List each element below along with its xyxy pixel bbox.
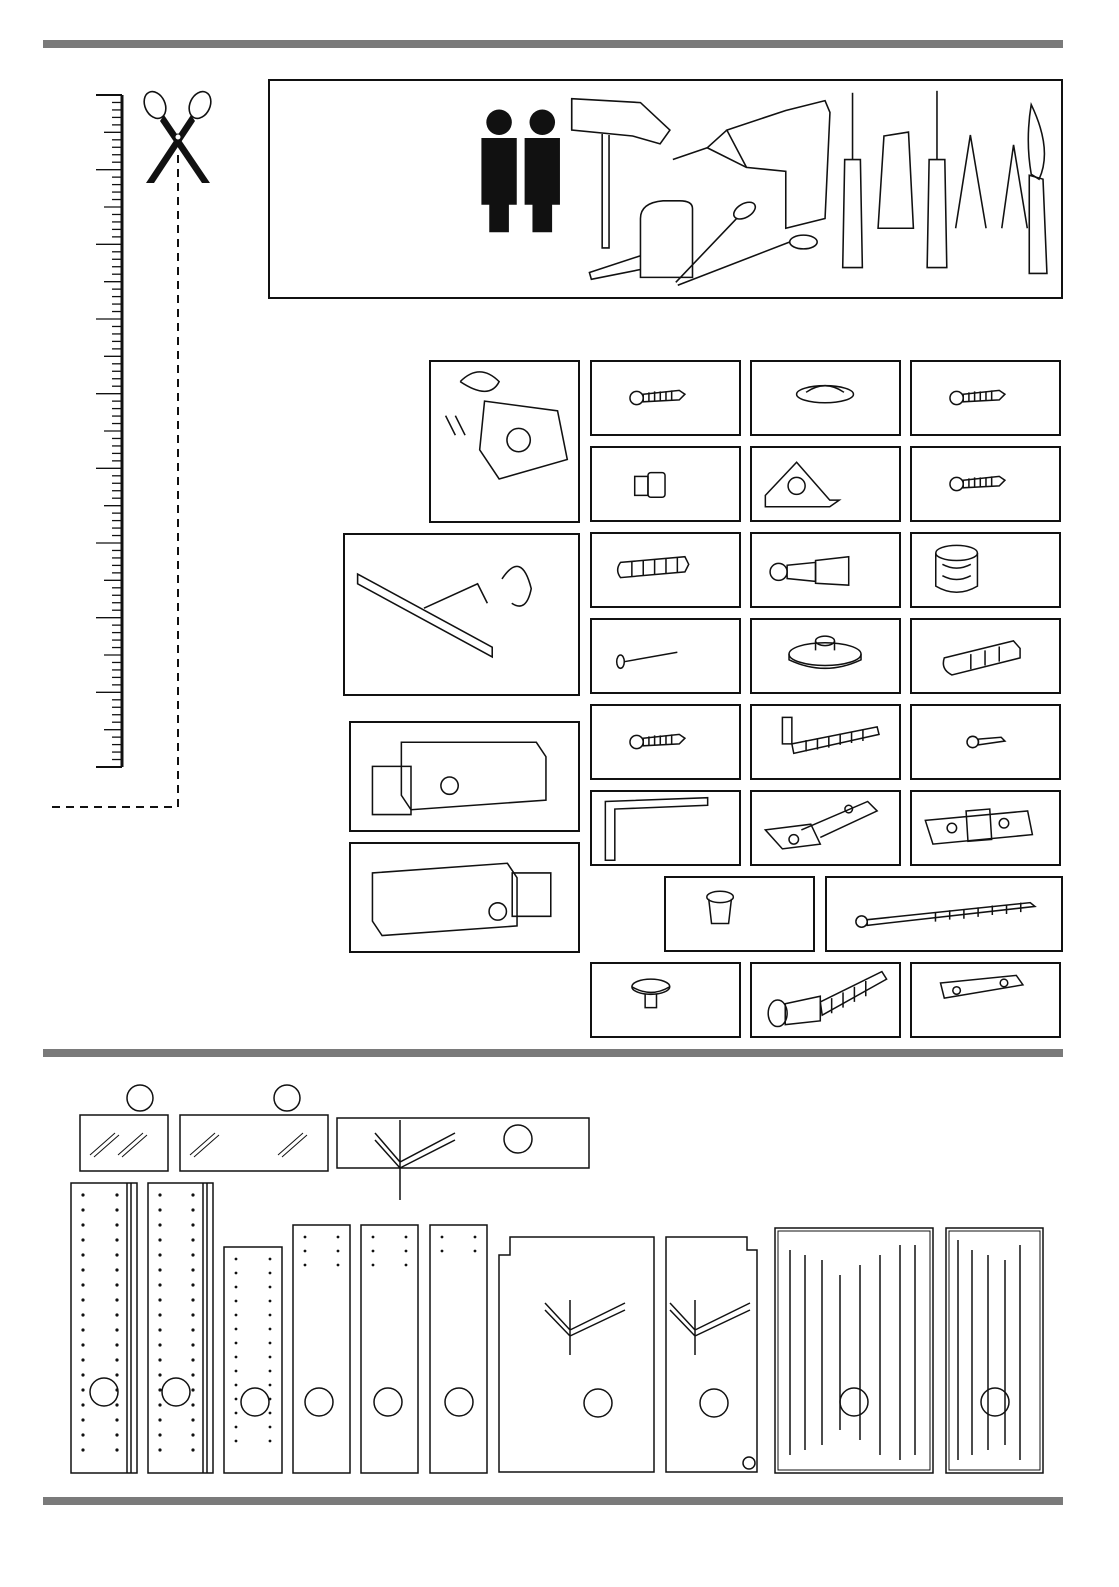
cap-cover-icon	[752, 362, 899, 434]
shelf-support-pin	[590, 446, 741, 522]
hinge-mounting-plate	[910, 790, 1061, 866]
top-panel	[337, 1118, 589, 1200]
adjustable-foot-icon	[592, 964, 739, 1036]
corner-bracket-icon	[752, 448, 899, 520]
wood-screw-short-icon	[592, 362, 739, 434]
hammer-icon	[572, 99, 670, 248]
shelf-panel-3	[430, 1225, 487, 1473]
drill-icon	[673, 101, 830, 229]
hinge-mounting-plate-icon	[912, 792, 1059, 864]
connector-bolt-icon	[752, 534, 899, 606]
felt-pad	[750, 618, 901, 694]
hanging-bracket	[910, 962, 1061, 1038]
plastic-bushing	[664, 876, 815, 952]
wooden-dowel-icon	[592, 534, 739, 606]
cabinet-hinge	[750, 790, 901, 866]
mirror-large	[180, 1085, 328, 1171]
long-screw-icon	[827, 878, 1061, 950]
cross-screwdriver-icon	[927, 91, 947, 268]
tools-required-box	[268, 79, 1063, 299]
corner-bracket	[750, 446, 901, 522]
nail-icon	[592, 620, 739, 692]
door-panel-small	[946, 1228, 1043, 1473]
countersunk-screw-icon	[592, 706, 739, 778]
door-panel-large	[775, 1228, 933, 1473]
allen-key	[590, 790, 741, 866]
middle-panel	[224, 1247, 282, 1473]
back-board-small	[666, 1237, 757, 1472]
cam-lock-icon	[912, 534, 1059, 606]
scissors-icon	[676, 199, 817, 285]
wood-screw-long-icon	[912, 448, 1059, 520]
cabinet-hinge-icon	[752, 792, 899, 864]
side-panel-right	[148, 1183, 213, 1473]
led-light-bar	[343, 533, 580, 696]
socket-box	[429, 360, 580, 523]
flat-screwdriver-icon	[843, 93, 863, 268]
felt-pad-icon	[752, 620, 899, 692]
shelf-support-pin-icon	[592, 448, 739, 520]
wooden-dowel	[590, 532, 741, 608]
chipboard-screw-short-icon	[912, 362, 1059, 434]
panels-parts-list	[0, 1070, 1119, 1490]
wall-plug	[910, 618, 1061, 694]
small-screw-icon	[912, 706, 1059, 778]
bottom-panel	[499, 1237, 654, 1472]
wood-screw-long	[910, 446, 1061, 522]
top-divider	[43, 40, 1063, 48]
long-screw	[825, 876, 1063, 952]
confirmat-screw	[750, 962, 901, 1038]
hook-screw	[750, 704, 901, 780]
knife-icon	[1028, 105, 1047, 274]
bottom-divider	[43, 1497, 1063, 1505]
drawer-lock-left	[349, 721, 580, 832]
adjustable-foot	[590, 962, 741, 1038]
hook-screw-icon	[752, 706, 899, 778]
chisel-icon	[878, 132, 913, 228]
allen-key-icon	[592, 792, 739, 864]
shelf-panel-2	[361, 1225, 418, 1473]
screwdriver-bits-icon	[956, 135, 1028, 228]
nail	[590, 618, 741, 694]
countersunk-screw	[590, 704, 741, 780]
scissors-cut-icon	[140, 88, 215, 183]
plastic-bushing-icon	[666, 878, 813, 950]
cap-cover	[750, 360, 901, 436]
drawer-lock-right	[349, 842, 580, 953]
two-people-icon	[481, 109, 560, 232]
wood-screw-short	[590, 360, 741, 436]
connector-bolt	[750, 532, 901, 608]
cam-lock	[910, 532, 1061, 608]
confirmat-screw-icon	[752, 964, 899, 1036]
side-panel-left	[71, 1183, 137, 1473]
small-screw	[910, 704, 1061, 780]
wall-plug-icon	[912, 620, 1059, 692]
shelf-panel-1	[293, 1225, 350, 1473]
chipboard-screw-short	[910, 360, 1061, 436]
cutout-ruler	[40, 85, 230, 815]
middle-divider	[43, 1049, 1063, 1057]
mirror-small	[80, 1085, 168, 1171]
hanging-bracket-icon	[912, 964, 1059, 1036]
tape-measure-icon	[589, 201, 692, 280]
